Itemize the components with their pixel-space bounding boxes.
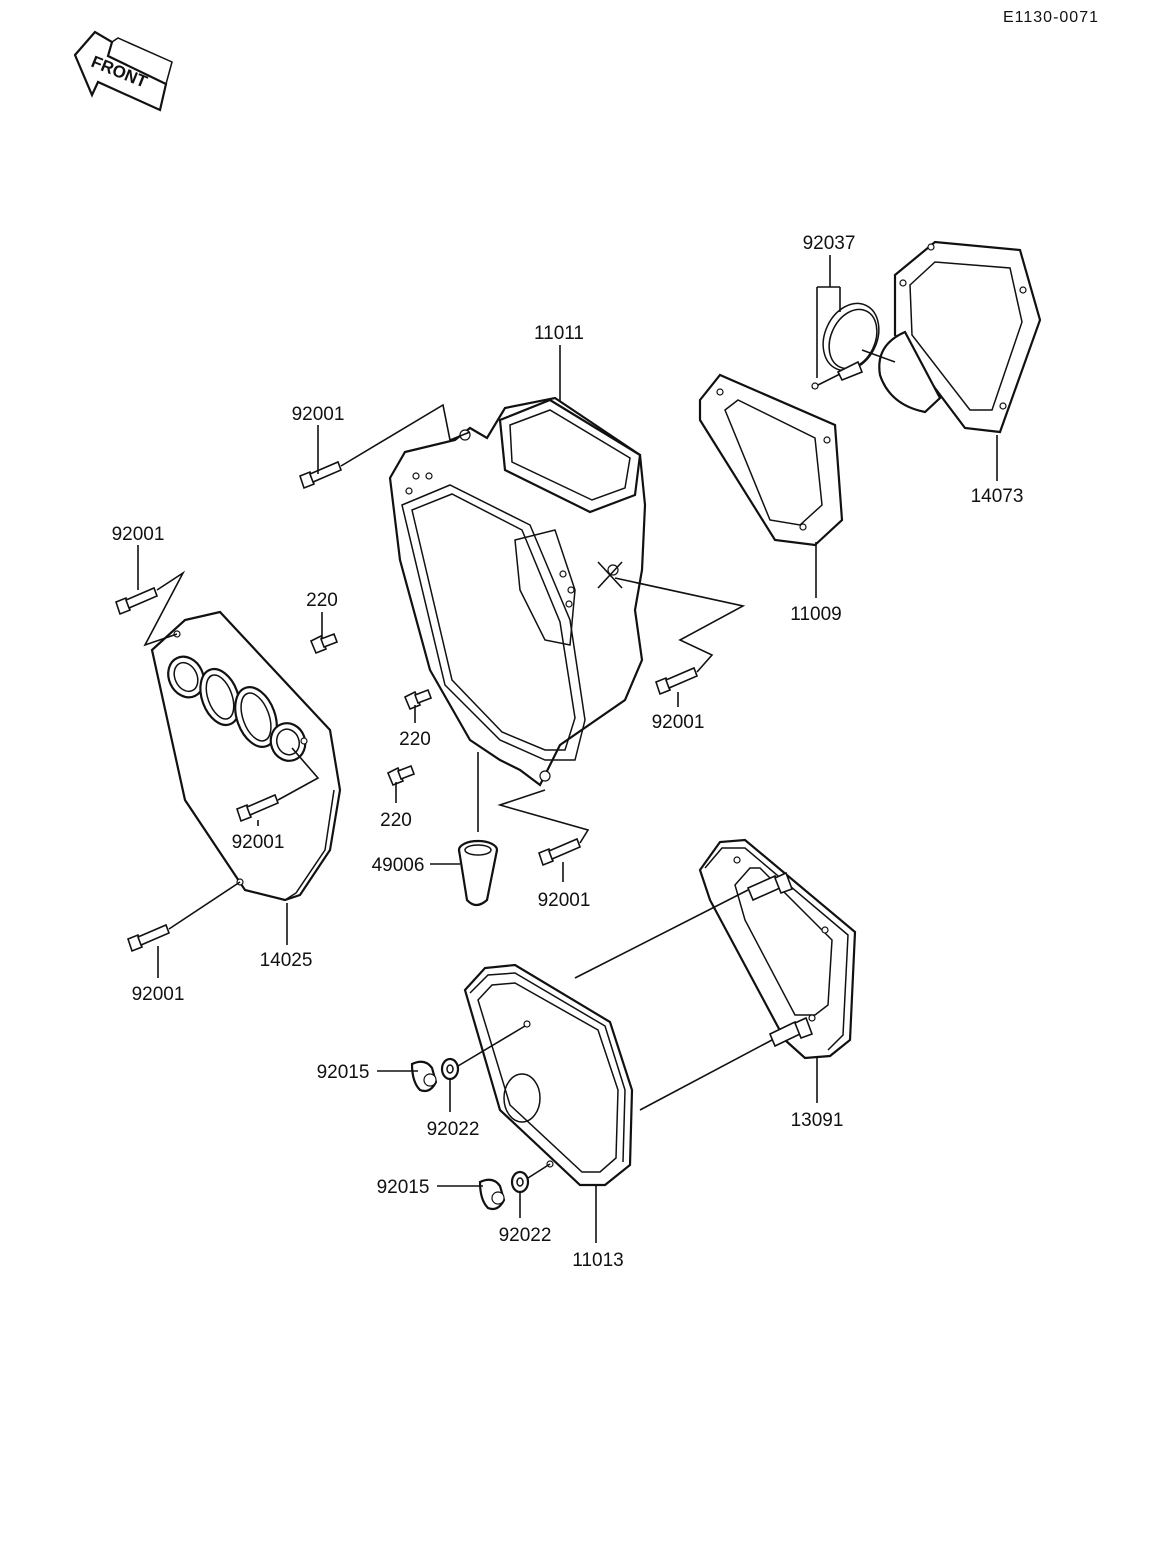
label-92022-a: 92022 — [427, 1119, 480, 1140]
bolt-220-c — [386, 764, 416, 787]
bolt-92001-e — [538, 837, 582, 867]
label-92015-b: 92015 — [377, 1177, 430, 1198]
side-cover-14025 — [150, 610, 342, 902]
label-92001-c: 92001 — [652, 712, 705, 733]
bolt-220-b — [403, 688, 433, 711]
clamp-92037 — [811, 302, 880, 390]
diagram-code: E1130-0071 — [1003, 9, 1099, 26]
element-holder-13091 — [698, 838, 857, 1060]
label-11009: 11009 — [790, 604, 841, 625]
label-13091: 13091 — [791, 1110, 844, 1131]
air-box-11011 — [388, 396, 647, 787]
label-11013: 11013 — [572, 1250, 623, 1271]
label-92001-e: 92001 — [538, 890, 591, 911]
bolt-92001-a — [299, 460, 343, 490]
part-labels: 92037 11011 14073 92001 92001 220 11009 … — [112, 233, 1024, 1271]
label-220-b: 220 — [399, 729, 431, 750]
label-92001-d: 92001 — [232, 832, 285, 853]
wing-nut-92015-b — [478, 1178, 506, 1211]
bolt-220-a — [309, 632, 339, 655]
washer-92022-b — [510, 1170, 530, 1194]
gasket-11009 — [698, 373, 844, 547]
label-220-a: 220 — [306, 590, 338, 611]
washer-92022-a — [440, 1057, 460, 1081]
bolt-92001-f — [127, 923, 171, 953]
drain-plug-49006 — [457, 839, 499, 907]
label-11011: 11011 — [534, 323, 584, 344]
label-14073: 14073 — [971, 486, 1024, 507]
wing-nut-92015-a — [410, 1060, 438, 1093]
label-92001-a: 92001 — [292, 404, 345, 425]
label-92022-b: 92022 — [499, 1225, 552, 1246]
label-49006: 49006 — [372, 855, 425, 876]
front-arrow-icon: FRONT — [73, 30, 173, 112]
label-14025: 14025 — [260, 950, 313, 971]
bolt-92001-d — [236, 793, 280, 823]
label-92001-b: 92001 — [112, 524, 165, 545]
label-92037: 92037 — [803, 233, 856, 254]
label-92015-a: 92015 — [317, 1062, 370, 1083]
air-duct-14073 — [878, 240, 1042, 434]
label-92001-f: 92001 — [132, 984, 185, 1005]
label-220-c: 220 — [380, 810, 412, 831]
leader-lines — [137, 255, 998, 1243]
bolt-92001-b — [115, 586, 159, 616]
air-filter-11013 — [463, 963, 634, 1187]
bolt-92001-c — [655, 666, 699, 696]
